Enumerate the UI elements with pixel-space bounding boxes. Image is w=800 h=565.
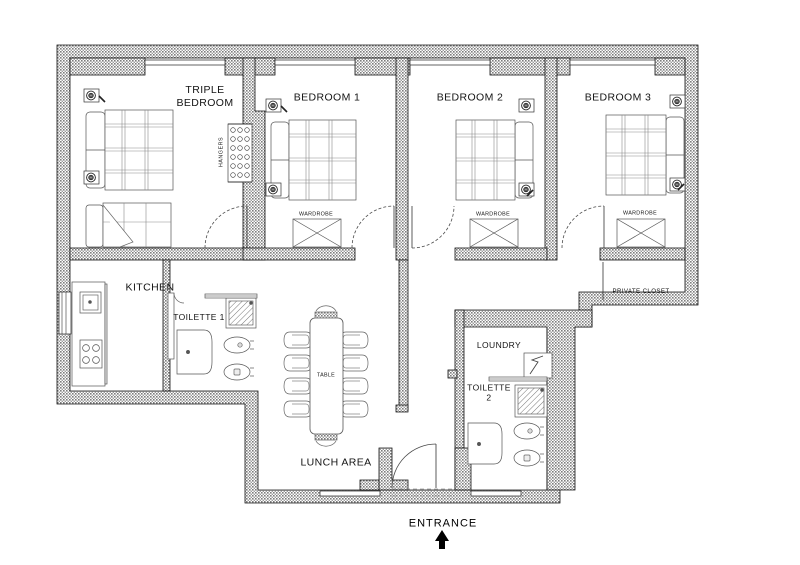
bed-mattress-triple [104, 109, 174, 191]
wall-corridor-left [398, 259, 409, 411]
bedside-lamp-triple-bottom [83, 170, 100, 185]
washing-machine [523, 352, 553, 379]
window-bed2-top [409, 59, 491, 66]
window-triple-top [144, 59, 226, 66]
bedside-lamp-bed3-top [669, 94, 686, 109]
window-pier-4 [489, 57, 571, 76]
furniture-bedroom-1 [265, 98, 357, 248]
hangers-rack [227, 123, 253, 183]
window-toilette2-bottom [470, 490, 522, 497]
window-pier-1 [69, 57, 146, 76]
entrance-pier-right [454, 447, 472, 491]
toilette1-door-swing [173, 292, 185, 304]
wall-bed1-bed2 [395, 57, 409, 261]
bed-mattress-bed1 [288, 119, 357, 201]
toilette1-toilet [223, 336, 251, 354]
door-bedroom-2 [411, 205, 455, 249]
windows-layer [58, 59, 656, 497]
furniture-bedroom-2 [455, 98, 535, 248]
furniture-triple-bedroom [83, 88, 174, 248]
door-triple-bedroom [204, 205, 248, 249]
single-bed-headboard-triple [85, 204, 104, 248]
lunch-bottom-notch [359, 479, 380, 491]
wall-under-bed2 [454, 247, 548, 261]
bedside-lamp-bed1-bottom [265, 182, 282, 197]
furniture-loundry-toilette2 [467, 352, 553, 467]
interior-walls [69, 57, 686, 491]
window-kitchen-left [58, 291, 72, 335]
dining-chairs-right [339, 331, 369, 418]
wall-under-bed3 [599, 247, 686, 261]
doors-layer [204, 205, 605, 497]
window-lunch-bottom [319, 490, 381, 497]
dining-chairs-left [283, 331, 313, 418]
entrance-pier-left [378, 447, 409, 491]
toilette1-bathtub [176, 329, 213, 375]
furniture-kitchen [71, 281, 108, 387]
wall-bed2-bed3 [544, 57, 558, 261]
dining-set [283, 305, 369, 447]
wall-corridor-stub [395, 404, 409, 413]
furniture-toilette-1 [167, 292, 258, 381]
bedside-lamp-bed2-top [518, 98, 535, 113]
door-bedroom-3 [561, 205, 605, 249]
kitchen-stove [79, 339, 103, 369]
bedside-lamp-triple-top [83, 88, 100, 103]
door-bedroom-1 [351, 205, 395, 249]
window-pier-5 [654, 57, 686, 76]
window-bed1-top [274, 59, 356, 66]
door-entrance [391, 443, 437, 489]
bed-mattress-bed3 [605, 114, 667, 196]
wall-closet-loundry [454, 309, 593, 491]
window-bed3-top [569, 59, 656, 66]
toilette1-partition [167, 292, 175, 360]
bedside-lamp-bed2-bottom [518, 182, 535, 197]
toilette2-bathtub [467, 422, 503, 465]
entrance-arrow-icon [435, 530, 449, 549]
bedside-lamp-bed1-top [265, 98, 282, 113]
toilette2-toilet [513, 422, 541, 440]
kitchen-upper-cabinet [104, 283, 108, 385]
wall-under-bed1 [242, 247, 356, 261]
wall-loundry-jog [447, 369, 458, 379]
furniture-bedroom-3 [605, 94, 686, 248]
wall-under-triple [69, 247, 251, 261]
dining-table-top [309, 317, 344, 435]
bed-mattress-bed2 [455, 119, 516, 201]
